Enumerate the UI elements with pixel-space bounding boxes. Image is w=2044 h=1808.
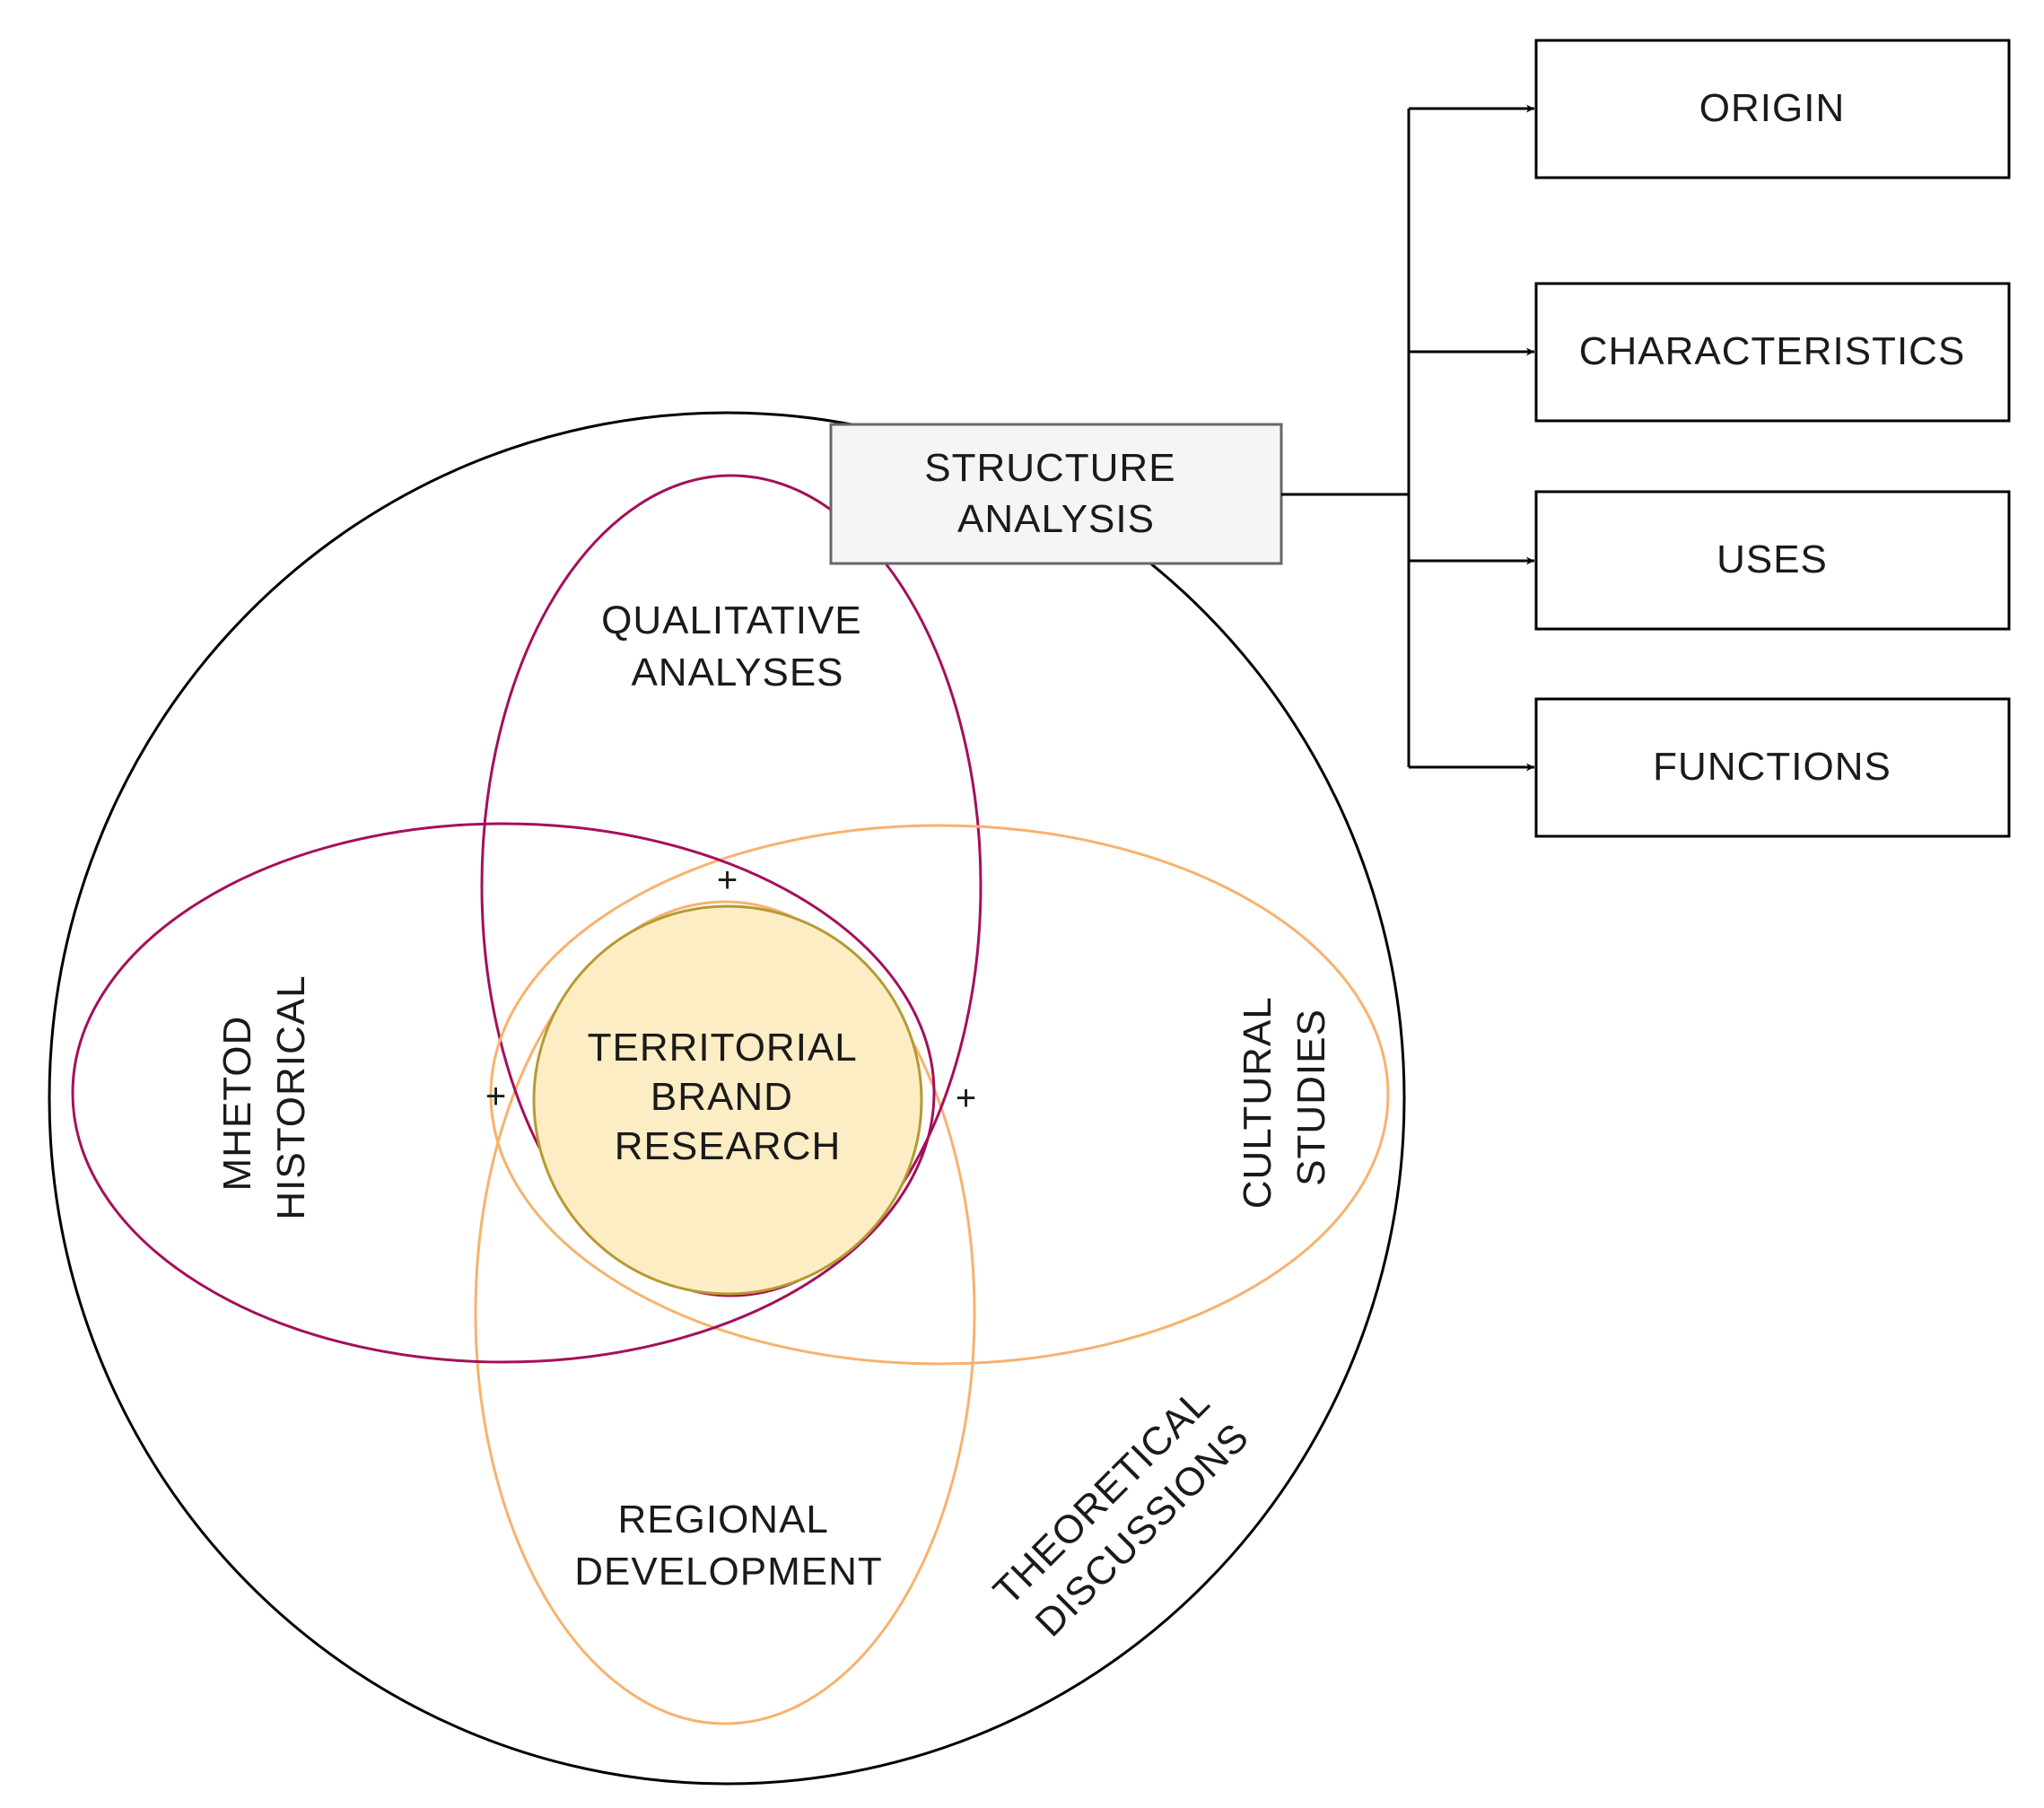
cultural-label-line-2: STUDIES	[1289, 1009, 1333, 1186]
center-label-line-3: RESEARCH	[615, 1124, 842, 1168]
ellipse-cultural-studies	[489, 824, 1390, 1366]
regional-label-line-2: DEVELOPMENT	[574, 1550, 883, 1594]
qualitative-analyses-label: QUALITATIVE ANALYSES	[601, 598, 874, 694]
theoretical-discussions-label: THEORETICAL DISCUSSIONS	[985, 1373, 1262, 1650]
uses-box	[1534, 490, 2011, 631]
center-label: TERRITORIAL BRAND RESEARCH	[588, 1026, 869, 1168]
qualitative-label-line-2: ANALYSES	[631, 651, 843, 694]
origin-label: ORIGIN	[1699, 86, 1845, 130]
functions-label: FUNCTIONS	[1653, 745, 1891, 789]
cultural-label-line-1: CULTURAL	[1236, 998, 1280, 1210]
origin-box	[1534, 39, 2011, 179]
plus-sign-top: +	[717, 860, 738, 900]
ellipse-method-historical	[71, 822, 936, 1364]
structure-label-line-2: ANALYSIS	[957, 497, 1155, 541]
structure-analysis-label: STRUCTURE ANALYSIS	[924, 446, 1188, 541]
center-label-line-2: BRAND	[651, 1075, 793, 1119]
characteristics-label: CHARACTERISTICS	[1579, 329, 1966, 373]
cultural-studies-label: CULTURAL STUDIES	[1236, 986, 1333, 1210]
functions-box	[1534, 697, 2011, 838]
center-label-line-1: TERRITORIAL	[588, 1026, 857, 1070]
ellipse-regional-development	[474, 900, 976, 1725]
outer-circle-theoretical-discussions	[48, 411, 1406, 1786]
characteristics-box	[1534, 282, 2011, 423]
method-historical-label: MHETOD HISTORICAL	[215, 974, 313, 1219]
ellipse-qualitative-analyses	[480, 474, 983, 1297]
plus-sign-left: +	[485, 1077, 507, 1116]
structure-label-line-1: STRUCTURE	[924, 446, 1175, 490]
method-label-line-2: HISTORICAL	[269, 974, 313, 1219]
qualitative-label-line-1: QUALITATIVE	[601, 598, 862, 642]
center-circle-territorial-brand-research	[532, 904, 923, 1296]
regional-label-line-1: REGIONAL	[618, 1498, 828, 1542]
uses-label: USES	[1716, 537, 1828, 581]
structure-analysis-box	[829, 423, 1283, 565]
regional-development-label: REGIONAL DEVELOPMENT	[574, 1498, 883, 1594]
plus-sign-right: +	[956, 1079, 977, 1118]
method-label-line-1: MHETOD	[215, 1016, 259, 1192]
connector-lines	[1281, 104, 1534, 772]
